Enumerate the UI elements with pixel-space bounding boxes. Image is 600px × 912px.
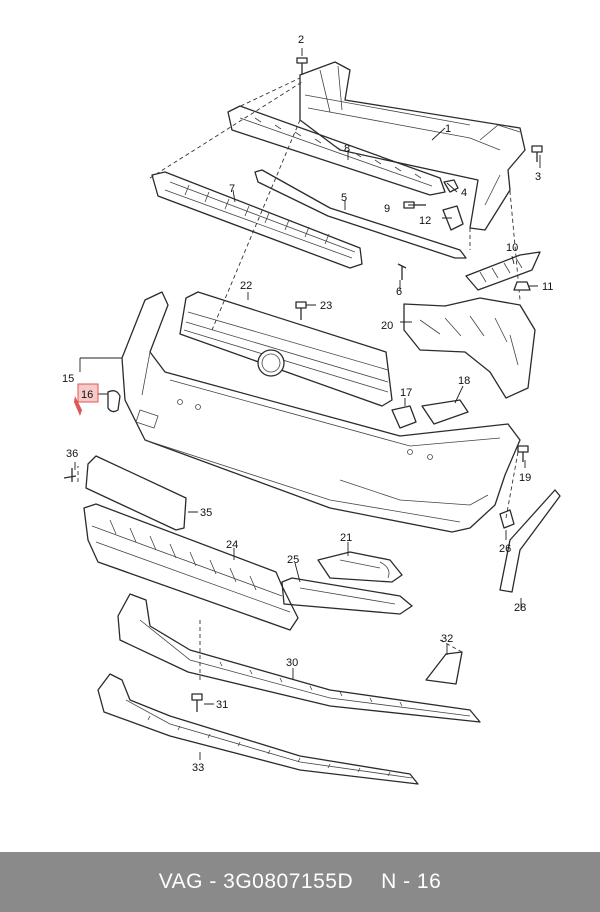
- callout-3: 3: [535, 171, 541, 183]
- exploded-parts-diagram: 2 1 3 8 4 9 5 12 7 6 10 11 20 22 23 15 1…: [62, 34, 561, 785]
- part-7-impact-absorber: [151, 171, 363, 269]
- callout-7: 7: [229, 183, 235, 195]
- highlight-marker: [74, 396, 82, 416]
- callout-1: 1: [445, 123, 451, 135]
- footer-position: N - 16: [381, 870, 442, 893]
- part-11-clip: [513, 281, 531, 291]
- callout-25: 25: [287, 554, 299, 566]
- part-20-side-bracket: [403, 297, 536, 399]
- callout-12: 12: [419, 215, 431, 227]
- callout-9: 9: [384, 203, 390, 215]
- callout-23: 23: [320, 300, 332, 312]
- callout-28: 28: [514, 602, 526, 614]
- callout-35: 35: [200, 507, 212, 519]
- part-30-lower-cover: [117, 593, 481, 723]
- part-19-screw: [517, 445, 529, 462]
- callout-2: 2: [298, 34, 304, 46]
- part-21-fog-lamp: [317, 551, 403, 583]
- callout-5: 5: [341, 192, 347, 204]
- callout-33: 33: [192, 762, 204, 774]
- part-18-bracket: [421, 399, 469, 425]
- callout-24: 24: [226, 539, 238, 551]
- callout-15: 15: [62, 373, 74, 385]
- callout-6: 6: [396, 286, 402, 298]
- part-6-bolt: [397, 263, 407, 280]
- part-32-bracket: [425, 651, 463, 685]
- part-31-screw: [191, 693, 203, 712]
- footer-brand: VAG: [158, 870, 203, 893]
- part-15-bumper-cover: [121, 291, 521, 533]
- part-33-spoiler-lip: [97, 673, 419, 785]
- part-25-fog-lamp-trim: [281, 577, 413, 615]
- part-22-radiator-grille: [179, 291, 393, 407]
- callout-labels: 2 1 3 8 4 9 5 12 7 6 10 11 20 22 23 15 1…: [62, 34, 553, 774]
- part-26-clip: [499, 509, 515, 529]
- part-8-upper-trim-strip: [227, 105, 446, 196]
- callout-18: 18: [458, 375, 470, 387]
- callout-32: 32: [441, 633, 453, 645]
- callout-31: 31: [216, 699, 228, 711]
- callout-10: 10: [506, 242, 518, 254]
- callout-11: 11: [542, 281, 553, 293]
- callout-26: 26: [499, 543, 511, 555]
- callout-22: 22: [240, 280, 252, 292]
- part-28-side-trim: [499, 489, 561, 593]
- part-23-screw: [295, 301, 307, 320]
- part-2-screw: [296, 57, 308, 75]
- part-35-plate-holder: [85, 455, 187, 531]
- callout-4: 4: [461, 187, 467, 199]
- part-9-screw: [403, 201, 426, 209]
- callout-19: 19: [519, 472, 531, 484]
- part-5-lower-strip: [254, 169, 467, 259]
- part-16-tow-eye-cap: [107, 390, 121, 413]
- footer-part-number: 3G0807155D: [223, 870, 354, 893]
- part-17-clip: [391, 405, 417, 429]
- part-10-guide-bracket: [465, 251, 541, 291]
- highlight-box-16: [77, 383, 99, 403]
- leader-lines: [74, 48, 541, 760]
- part-3-screw: [531, 145, 543, 162]
- callout-36: 36: [66, 448, 78, 460]
- part-12-bracket: [442, 205, 464, 231]
- assembly-guide-lower: [77, 451, 519, 680]
- callout-20: 20: [381, 320, 393, 332]
- assembly-guide-upper: [149, 77, 521, 331]
- callout-21: 21: [340, 532, 352, 544]
- part-24-lower-grille: [83, 503, 299, 631]
- callout-8: 8: [344, 143, 350, 155]
- callout-16: 16: [81, 389, 93, 401]
- part-36-bolt: [63, 468, 77, 482]
- callout-17: 17: [400, 387, 412, 399]
- callout-30: 30: [286, 657, 298, 669]
